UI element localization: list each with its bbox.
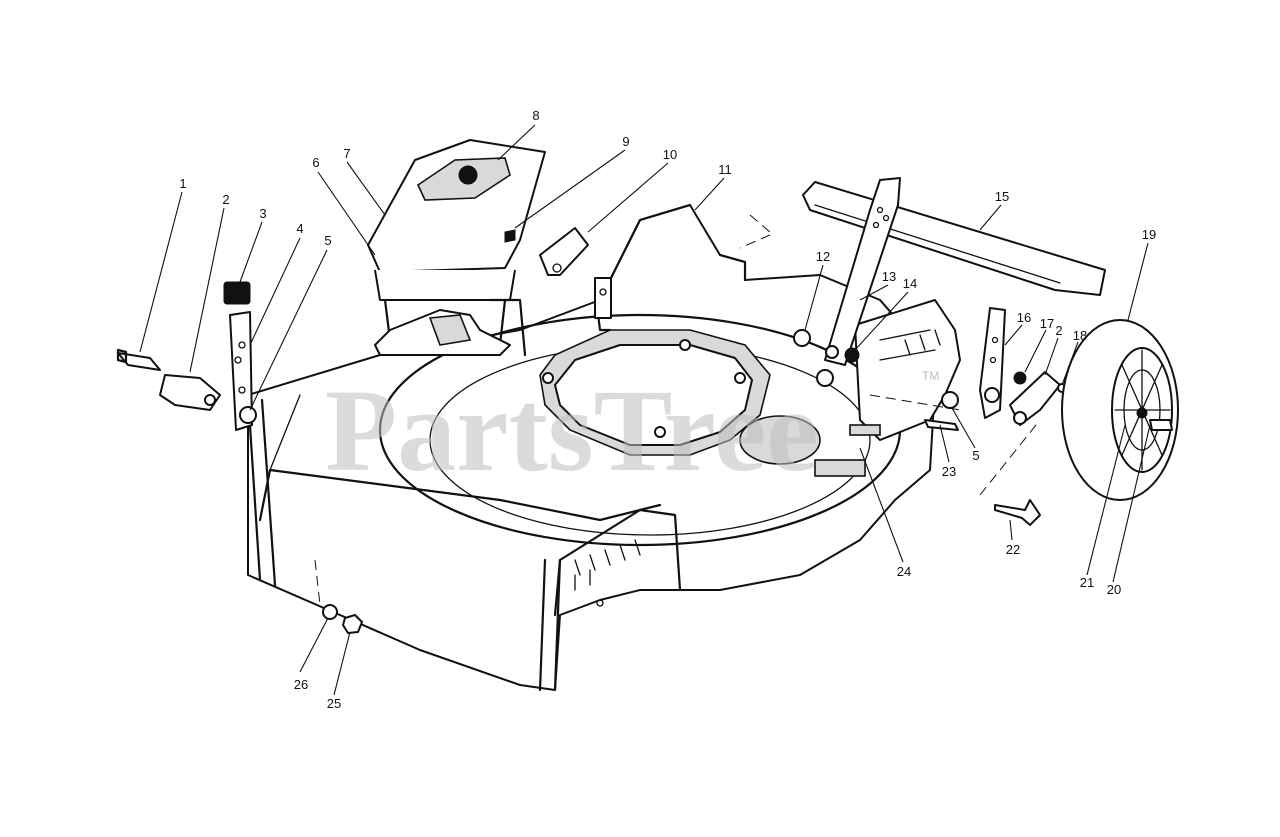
callout-24: 24: [897, 564, 911, 579]
chute-bracket: [539, 227, 589, 276]
callout-10: 10: [663, 147, 677, 162]
callout-14: 14: [903, 276, 917, 291]
nut-25: [342, 614, 363, 634]
callout-7: 7: [343, 146, 350, 161]
callout-18: 18: [1073, 328, 1087, 343]
callout-5b: 5: [972, 448, 979, 463]
bushing-14: [844, 347, 860, 363]
callout-21: 21: [1080, 575, 1094, 590]
callout-19: 19: [1142, 227, 1156, 242]
callout-15: 15: [995, 189, 1009, 204]
callout-5: 5: [324, 233, 331, 248]
callout-23: 23: [942, 464, 956, 479]
mower-deck-housing: [246, 203, 961, 692]
callout-8: 8: [532, 108, 539, 123]
callout-17: 17: [1040, 316, 1054, 331]
callout-2: 2: [222, 192, 229, 207]
callout-4: 4: [296, 221, 303, 236]
screw-9: [504, 229, 516, 243]
watermark-trademark: TM: [922, 369, 939, 383]
callout-9: 9: [622, 134, 629, 149]
callout-6: 6: [312, 155, 319, 170]
callout-12: 12: [816, 249, 830, 264]
callout-25: 25: [327, 696, 341, 711]
callout-2b: 2: [1055, 323, 1062, 338]
callout-16: 16: [1017, 310, 1031, 325]
callout-11: 11: [718, 162, 732, 177]
height-adjust-lever: [824, 177, 901, 366]
rear-wheel: [1061, 319, 1179, 501]
callout-13: 13: [882, 269, 896, 284]
nut-12: [793, 329, 811, 347]
callout-1: 1: [179, 176, 186, 191]
bolt-22: [994, 499, 1041, 526]
washer-26: [322, 604, 338, 620]
right-height-adjuster: [941, 307, 1067, 426]
rear-flap: [374, 298, 527, 357]
callout-3: 3: [259, 206, 266, 221]
callout-numbers: 1 2 3 4 5 6 7 8 9 10 11 12 13 14 15 16 1…: [179, 108, 1156, 711]
callout-20: 20: [1107, 582, 1121, 597]
bolt-23: [924, 419, 959, 431]
callout-26: 26: [294, 677, 308, 692]
discharge-chute-cover: [367, 139, 546, 347]
rear-trailing-shield: [802, 181, 1106, 296]
watermark: PartsTree: [325, 365, 819, 496]
callout-22: 22: [1006, 542, 1020, 557]
left-height-adjuster: [116, 281, 257, 431]
leader-lines: [139, 124, 1151, 696]
